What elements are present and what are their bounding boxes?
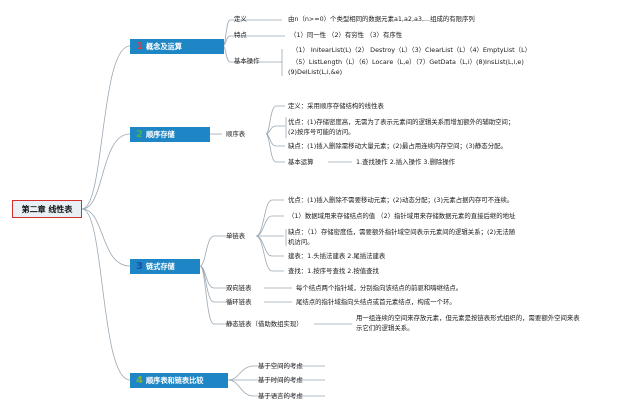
circular-linked-label: 循环链表 <box>226 298 252 306</box>
branch-comparison: 4 顺序表和链表比较 <box>130 373 228 388</box>
seqlist-label: 顺序表 <box>226 130 246 138</box>
static-linked-text-line2: 示它们的逻辑关系。 <box>356 324 414 332</box>
seqlist-advantages-line1: 优点：(1)存储密度高，无需为了表示元素间的逻辑关系而增加额外的辅助空间； <box>288 118 515 126</box>
compare-time: 基于时间的考虑 <box>258 376 303 384</box>
seqlist-ops-text: 1.查找操作 2.插入操作 3.删除操作 <box>356 158 456 166</box>
root-node: 第二章 线性表 <box>12 200 82 218</box>
concept-ops-line1: （1） InitearList(L)（2） Destroy（L）（3）Clear… <box>292 46 532 54</box>
branch-title-4: 顺序表和链表比较 <box>145 375 204 385</box>
branch-sequential: 2 顺序存储 <box>130 127 210 142</box>
concept-features-text: （1）同一性 （2）有穷性 （3）有序性 <box>290 31 403 39</box>
compare-space: 基于空间的考虑 <box>258 362 303 370</box>
static-linked-text-line1: 用一组连续的空间来存放元素，但元素是按链表形式组织的，需要额外空间来表 <box>356 314 580 322</box>
seqlist-ops-label: 基本运算 <box>288 158 314 166</box>
singly-linked-node-structure: （1）数据域用来存储结点的值 （2）指针域用来存储数据元素的直接后继的地址 <box>288 212 516 220</box>
doubly-linked-label: 双向链表 <box>226 284 252 292</box>
singly-linked-advantages: 优点：(1)插入删除不需要移动元素；(2)动态分配；(3)元素占据内存可不连续。 <box>288 196 514 204</box>
singly-linked-disadvantages-line1: 缺点：（1）存储密度低，需要额外指针域空间表示元素间的逻辑关系；(2)无法随 <box>288 228 516 236</box>
concept-features-label: 特点 <box>234 31 247 39</box>
branch-title-1: 概念及运算 <box>145 41 182 51</box>
concept-definition-label: 定义 <box>234 15 247 23</box>
seqlist-disadvantages: 缺点：(1)插入删除需移动大量元素；(2)最占用连续内存空间；(3)静态分配。 <box>288 142 507 150</box>
concept-ops-line2: （5）ListLength（L）（6）Locare（L,e）（7）GetData… <box>292 58 524 66</box>
static-linked-label: 静态链表（借助数组实现） <box>226 320 303 328</box>
seqlist-advantages-line2: (2)按序号可能的访问。 <box>288 128 355 136</box>
compare-language: 基于语言的考虑 <box>258 392 303 400</box>
branch-title-2: 顺序存储 <box>145 129 175 139</box>
branch-number-3: 3 <box>136 260 143 272</box>
concept-ops-label: 基本操作 <box>234 57 260 65</box>
branch-concepts: 1 概念及运算 <box>130 39 224 54</box>
branch-number-2: 2 <box>136 128 143 140</box>
singly-linked-label: 单链表 <box>226 232 246 240</box>
branch-number-4: 4 <box>136 374 143 386</box>
concept-definition-text: 由n（n>=0）个类型相同的数据元素a1,a2,a3,...组成的有限序列 <box>288 15 475 23</box>
branch-title-3: 链式存储 <box>145 261 175 271</box>
branch-linked: 3 链式存储 <box>130 259 200 274</box>
singly-linked-disadvantages-line2: 机访问。 <box>288 238 314 246</box>
singly-linked-build: 建表：1.头插法建表 2.尾插法建表 <box>288 252 386 260</box>
concept-ops-line3: (9)DelList(L,i,&e) <box>288 68 343 76</box>
singly-linked-find: 查找：1.按序号查找 2.按值查找 <box>288 267 379 275</box>
seqlist-definition: 定义：采用顺序存储结构的线性表 <box>288 102 384 110</box>
doubly-linked-text: 每个结点两个指针域，分别指向该结点的前驱和嗨继结点。 <box>296 284 463 292</box>
circular-linked-text: 尾结点的指针域指向头结点或首元素结点，构成一个环。 <box>296 298 456 306</box>
root-label: 第二章 线性表 <box>21 204 73 214</box>
branch-number-1: 1 <box>136 40 143 52</box>
